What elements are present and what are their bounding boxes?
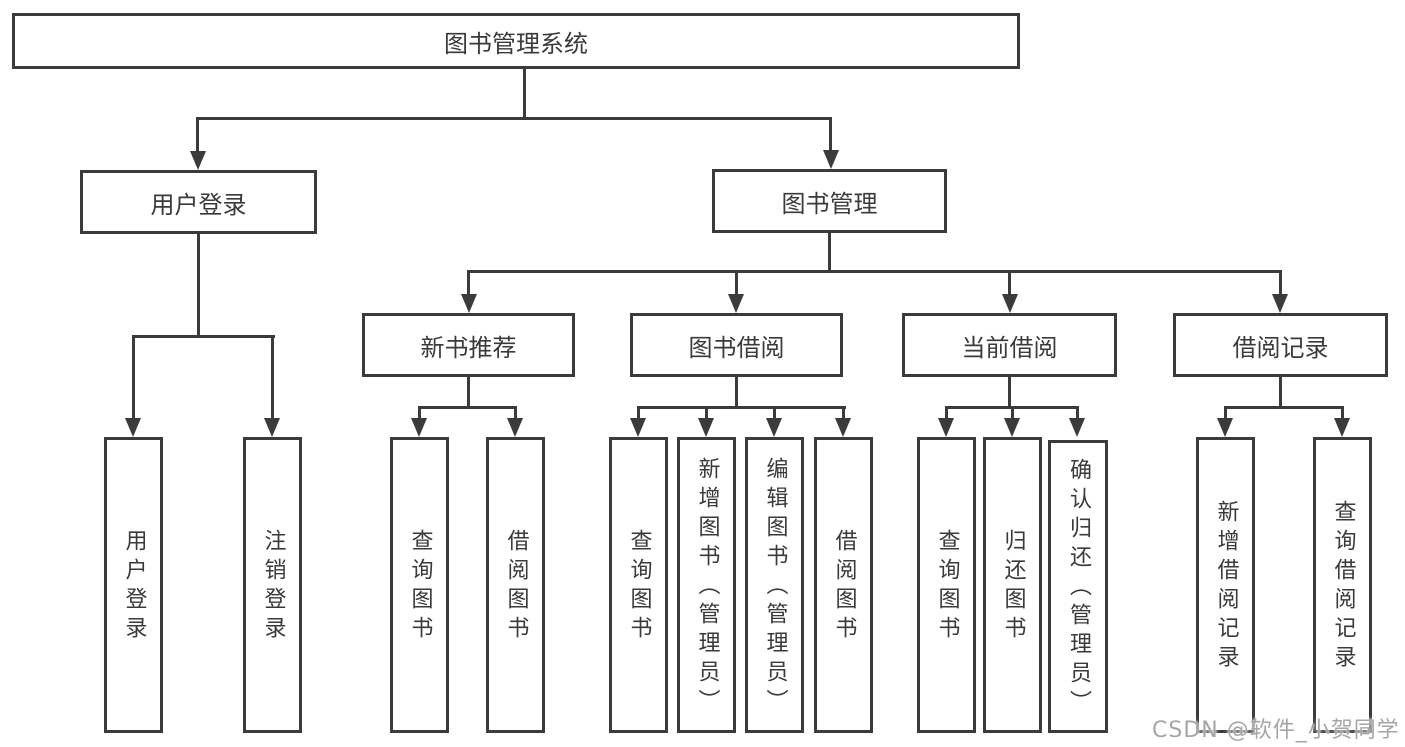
leaf-add-borrow-record: 新增借阅记录	[1196, 437, 1255, 733]
node-root-label: 图书管理系统	[444, 29, 588, 58]
connector-line-vertical	[1011, 406, 1014, 419]
leaf-edit-book-admin: 编辑图书（管理员）	[745, 437, 804, 733]
connector-line-vertical	[735, 377, 738, 408]
arrow-down-icon	[823, 150, 839, 169]
node-book-borrow-label: 图书借阅	[688, 333, 785, 362]
connector-line-vertical	[1008, 270, 1011, 296]
leaf-label: 新增借阅记录	[1213, 500, 1239, 674]
node-borrow-records-label: 借阅记录	[1232, 333, 1329, 362]
connector-line-vertical	[271, 335, 274, 420]
connector-line-vertical	[196, 117, 199, 152]
node-new-book-recommend: 新书推荐	[362, 313, 575, 377]
connector-line-horizontal	[418, 406, 517, 409]
leaf-label: 确认归还（管理员）	[1066, 458, 1091, 719]
connector-line-vertical	[467, 377, 470, 408]
leaf-label: 查询图书	[626, 529, 652, 645]
connector-line-vertical	[467, 270, 470, 296]
arrow-down-icon	[1004, 418, 1020, 437]
leaf-label: 查询借阅记录	[1330, 500, 1356, 674]
connector-line-horizontal	[132, 335, 275, 338]
connector-line-vertical	[132, 335, 135, 420]
node-book-management-label: 图书管理	[781, 189, 878, 218]
node-book-borrow: 图书借阅	[630, 313, 843, 377]
arrow-down-icon	[461, 294, 477, 313]
arrow-down-icon	[1272, 294, 1288, 313]
leaf-label: 注销登录	[260, 529, 286, 645]
connector-line-vertical	[637, 406, 640, 419]
node-new-book-recommend-label: 新书推荐	[420, 333, 517, 362]
node-borrow-records: 借阅记录	[1173, 313, 1388, 377]
arrow-down-icon	[411, 418, 427, 437]
leaf-label: 归还图书	[1000, 529, 1026, 645]
arrow-down-icon	[1002, 294, 1018, 313]
connector-line-vertical	[1224, 406, 1227, 419]
connector-line-horizontal	[196, 117, 832, 120]
arrow-down-icon	[125, 418, 141, 437]
node-user-login: 用户登录	[80, 170, 317, 234]
leaf-label: 编辑图书（管理员）	[762, 456, 788, 718]
node-current-borrow: 当前借阅	[902, 313, 1117, 377]
leaf-query-borrow-record: 查询借阅记录	[1313, 437, 1372, 733]
node-book-management: 图书管理	[712, 169, 947, 233]
leaf-label: 用户登录	[121, 529, 147, 645]
connector-line-vertical	[945, 406, 948, 419]
arrow-down-icon	[698, 418, 714, 437]
connector-line-vertical	[523, 68, 526, 119]
connector-line-vertical	[828, 233, 831, 272]
connector-line-vertical	[1076, 406, 1079, 419]
arrow-down-icon	[630, 418, 646, 437]
arrow-down-icon	[835, 418, 851, 437]
connector-line-horizontal	[467, 270, 1282, 273]
leaf-label: 查询图书	[934, 529, 960, 645]
leaf-query-books-1: 查询图书	[390, 437, 449, 733]
leaf-label: 查询图书	[407, 529, 433, 645]
arrow-down-icon	[938, 418, 954, 437]
connector-line-vertical	[197, 234, 200, 337]
connector-line-horizontal	[1224, 406, 1344, 409]
connector-line-vertical	[1279, 377, 1282, 408]
connector-line-vertical	[514, 406, 517, 419]
connector-line-vertical	[1008, 377, 1011, 408]
connector-line-horizontal	[637, 406, 846, 409]
leaf-logout: 注销登录	[243, 437, 302, 733]
arrow-down-icon	[1069, 418, 1085, 437]
arrow-down-icon	[1217, 418, 1233, 437]
leaf-query-books-2: 查询图书	[609, 437, 668, 733]
arrow-down-icon	[264, 418, 280, 437]
leaf-label: 新增图书（管理员）	[694, 456, 720, 718]
connector-line-vertical	[1279, 270, 1282, 296]
connector-line-vertical	[842, 406, 845, 419]
leaf-confirm-return-admin: 确认归还（管理员）	[1048, 440, 1108, 733]
leaf-query-books-3: 查询图书	[917, 437, 976, 733]
leaf-label: 借阅图书	[831, 529, 857, 645]
csdn-watermark: CSDN @软件_小贺同学	[1152, 718, 1400, 743]
leaf-label: 借阅图书	[503, 529, 529, 645]
node-user-login-label: 用户登录	[150, 190, 247, 219]
connector-line-vertical	[705, 406, 708, 419]
connector-line-vertical	[829, 117, 832, 151]
leaf-return-book: 归还图书	[983, 437, 1042, 733]
connector-line-vertical	[735, 270, 738, 296]
arrow-down-icon	[190, 151, 206, 170]
leaf-borrow-books-1: 借阅图书	[486, 437, 545, 733]
connector-line-vertical	[1341, 406, 1344, 419]
arrow-down-icon	[766, 418, 782, 437]
arrow-down-icon	[507, 418, 523, 437]
leaf-user-login: 用户登录	[104, 437, 163, 733]
connector-line-vertical	[773, 406, 776, 419]
node-root: 图书管理系统	[12, 13, 1020, 69]
node-current-borrow-label: 当前借阅	[961, 333, 1058, 362]
leaf-borrow-books-2: 借阅图书	[814, 437, 873, 733]
leaf-add-book-admin: 新增图书（管理员）	[677, 437, 736, 733]
arrow-down-icon	[728, 294, 744, 313]
arrow-down-icon	[1334, 418, 1350, 437]
connector-line-vertical	[418, 406, 421, 419]
